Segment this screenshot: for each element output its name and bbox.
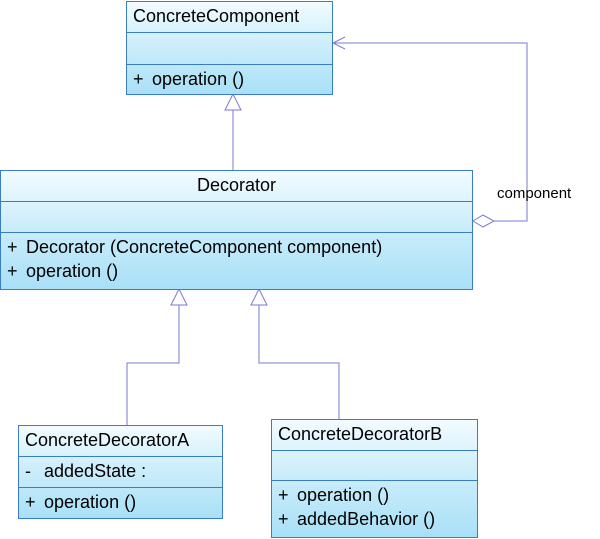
- aggregation-line-component: [333, 42, 528, 222]
- operation-item: + operation (): [7, 261, 119, 281]
- class-concrete-decorator-a[interactable]: ConcreteDecoratorA - addedState : + oper…: [18, 425, 223, 519]
- operations-section: + operation () + addedBehavior (): [272, 480, 477, 537]
- class-name-concrete-decorator-a: ConcreteDecoratorA: [25, 430, 190, 450]
- generalization-arrowhead-decorator: [224, 92, 242, 111]
- class-name-concrete-decorator-b: ConcreteDecoratorB: [278, 424, 443, 444]
- operation-item: + operation (): [278, 485, 390, 505]
- generalization-arrowhead-decorator-a: [170, 287, 188, 306]
- association-arrowhead-component: [331, 36, 346, 50]
- aggregation-diamond: [472, 214, 496, 228]
- class-concrete-decorator-b[interactable]: ConcreteDecoratorB + operation () + adde…: [271, 419, 478, 538]
- attributes-section: [1, 201, 472, 232]
- generalization-arrowhead-decorator-b: [250, 287, 268, 306]
- attribute-item: - addedState :: [25, 461, 147, 481]
- operation-item: + operation (): [25, 492, 137, 512]
- class-name-concrete-component: ConcreteComponent: [133, 6, 300, 26]
- association-label-component: component: [497, 185, 572, 202]
- class-name-decorator: Decorator: [196, 175, 277, 195]
- operation-item: + addedBehavior (): [278, 509, 436, 529]
- operation-item: + Decorator (ConcreteComponent component…: [7, 237, 383, 257]
- attributes-section: [272, 450, 477, 480]
- generalization-line-decorator-b: [258, 305, 340, 419]
- class-concrete-component[interactable]: ConcreteComponent + operation (): [126, 1, 333, 95]
- attributes-section: - addedState :: [19, 456, 222, 487]
- operations-section: + operation (): [19, 487, 222, 518]
- attributes-section: [127, 32, 332, 64]
- operations-section: + Decorator (ConcreteComponent component…: [1, 232, 472, 289]
- operations-section: + operation (): [127, 64, 332, 94]
- operation-item: + operation (): [133, 69, 245, 89]
- class-decorator[interactable]: Decorator + Decorator (ConcreteComponent…: [0, 170, 473, 290]
- generalization-line-decorator-a: [126, 305, 180, 425]
